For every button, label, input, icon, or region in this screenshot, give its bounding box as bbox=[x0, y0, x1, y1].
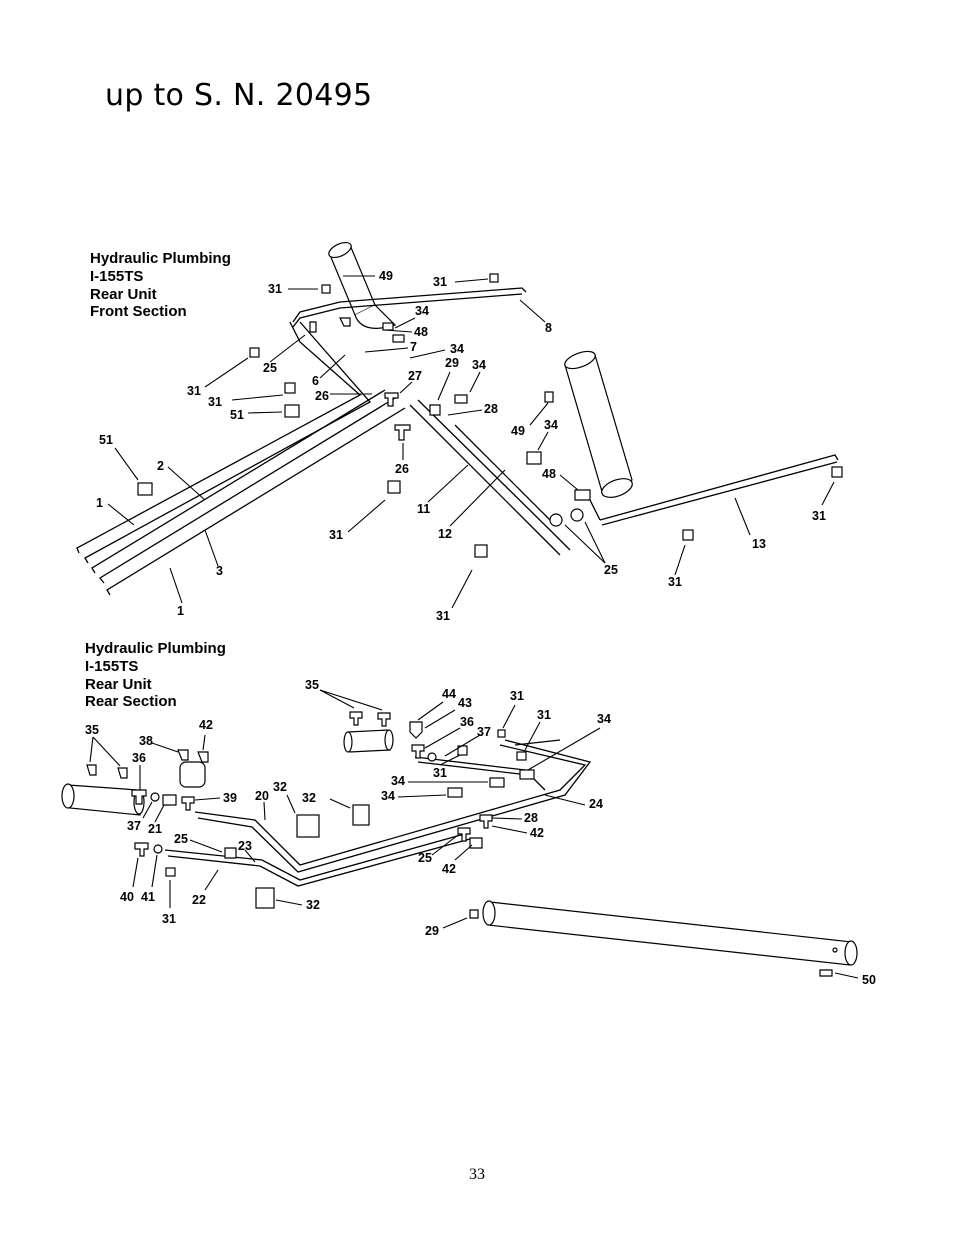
callout-51: 51 bbox=[99, 433, 113, 447]
rear-section-drawing bbox=[61, 689, 859, 979]
callout-41: 41 bbox=[141, 890, 155, 904]
callout-31: 31 bbox=[812, 509, 826, 523]
callout-31: 31 bbox=[668, 575, 682, 589]
callout-7: 7 bbox=[410, 340, 417, 354]
callout-50: 50 bbox=[862, 973, 876, 987]
rear-cylinder-large bbox=[482, 900, 858, 966]
callout-49: 49 bbox=[511, 424, 525, 438]
front-title-line-1: Hydraulic Plumbing bbox=[90, 250, 231, 267]
callout-34: 34 bbox=[472, 358, 486, 372]
page-number: 33 bbox=[469, 1166, 485, 1183]
callout-32: 32 bbox=[302, 791, 316, 805]
callout-8: 8 bbox=[545, 321, 552, 335]
callout-36: 36 bbox=[460, 715, 474, 729]
front-title-line-2: I-155TS bbox=[90, 268, 143, 285]
callout-32: 32 bbox=[306, 898, 320, 912]
callout-31: 31 bbox=[433, 275, 447, 289]
front-section-drawing bbox=[76, 241, 843, 609]
callout-38: 38 bbox=[139, 734, 153, 748]
callout-32: 32 bbox=[273, 780, 287, 794]
callout-24: 24 bbox=[589, 797, 603, 811]
callout-37: 37 bbox=[127, 819, 141, 833]
callout-34: 34 bbox=[544, 418, 558, 432]
callout-13: 13 bbox=[752, 537, 766, 551]
callout-39: 39 bbox=[223, 791, 237, 805]
callout-28: 28 bbox=[524, 811, 538, 825]
callout-25: 25 bbox=[263, 361, 277, 375]
page-heading: up to S. N. 20495 bbox=[105, 78, 373, 113]
front-title-line-4: Front Section bbox=[90, 303, 187, 320]
callout-48: 48 bbox=[414, 325, 428, 339]
rear-title-line-3: Rear Unit bbox=[85, 676, 152, 693]
callout-34: 34 bbox=[450, 342, 464, 356]
callout-34: 34 bbox=[415, 304, 429, 318]
callout-29: 29 bbox=[425, 924, 439, 938]
callout-31: 31 bbox=[436, 609, 450, 623]
callout-48: 48 bbox=[542, 467, 556, 481]
callout-23: 23 bbox=[238, 839, 252, 853]
callout-27: 27 bbox=[408, 369, 422, 383]
callout-37: 37 bbox=[477, 725, 491, 739]
rear-section-title: Hydraulic Plumbing I-155TS Rear Unit Rea… bbox=[85, 640, 226, 710]
callout-34: 34 bbox=[597, 712, 611, 726]
callout-31: 31 bbox=[510, 689, 524, 703]
callout-44: 44 bbox=[442, 687, 456, 701]
callout-26: 26 bbox=[395, 462, 409, 476]
callout-31: 31 bbox=[329, 528, 343, 542]
front-cylinder-right bbox=[564, 350, 633, 498]
callout-25: 25 bbox=[604, 563, 618, 577]
rear-title-line-2: I-155TS bbox=[85, 658, 138, 675]
callout-42: 42 bbox=[530, 826, 544, 840]
callout-42: 42 bbox=[199, 718, 213, 732]
callout-34: 34 bbox=[381, 789, 395, 803]
callout-12: 12 bbox=[438, 527, 452, 541]
callout-21: 21 bbox=[148, 822, 162, 836]
callout-20: 20 bbox=[255, 789, 269, 803]
callout-31: 31 bbox=[162, 912, 176, 926]
callout-31: 31 bbox=[187, 384, 201, 398]
rear-title-line-4: Rear Section bbox=[85, 693, 177, 710]
callout-1: 1 bbox=[177, 604, 184, 618]
callout-36: 36 bbox=[132, 751, 146, 765]
callout-22: 22 bbox=[192, 893, 206, 907]
callout-26: 26 bbox=[315, 389, 329, 403]
front-callout-labels: 49 31 31 8 34 48 34 7 25 6 29 34 27 31 3… bbox=[96, 269, 826, 623]
front-section-title: Hydraulic Plumbing I-155TS Rear Unit Fro… bbox=[90, 250, 231, 320]
callout-42: 42 bbox=[442, 862, 456, 876]
callout-31: 31 bbox=[208, 395, 222, 409]
callout-11: 11 bbox=[417, 502, 430, 516]
callout-1: 1 bbox=[96, 496, 103, 510]
callout-49: 49 bbox=[379, 269, 393, 283]
rear-cylinder-small bbox=[343, 729, 394, 753]
callout-25: 25 bbox=[418, 851, 432, 865]
callout-6: 6 bbox=[312, 374, 319, 388]
callout-35: 35 bbox=[305, 678, 319, 692]
callout-35: 35 bbox=[85, 723, 99, 737]
callout-3: 3 bbox=[216, 564, 223, 578]
callout-29: 29 bbox=[445, 356, 459, 370]
callout-2: 2 bbox=[157, 459, 164, 473]
front-cylinder-left bbox=[328, 241, 397, 329]
callout-40: 40 bbox=[120, 890, 134, 904]
front-title-line-3: Rear Unit bbox=[90, 286, 157, 303]
callout-34: 34 bbox=[391, 774, 405, 788]
callout-31: 31 bbox=[268, 282, 282, 296]
rear-title-line-1: Hydraulic Plumbing bbox=[85, 640, 226, 657]
callout-31: 31 bbox=[433, 766, 447, 780]
callout-43: 43 bbox=[458, 696, 472, 710]
rear-callout-labels: 35 44 43 31 31 34 35 42 36 37 38 36 31 3… bbox=[85, 678, 876, 987]
callout-51: 51 bbox=[230, 408, 244, 422]
callout-28: 28 bbox=[484, 402, 498, 416]
callout-25: 25 bbox=[174, 832, 188, 846]
callout-31: 31 bbox=[537, 708, 551, 722]
rear-cylinder-left bbox=[61, 783, 145, 816]
